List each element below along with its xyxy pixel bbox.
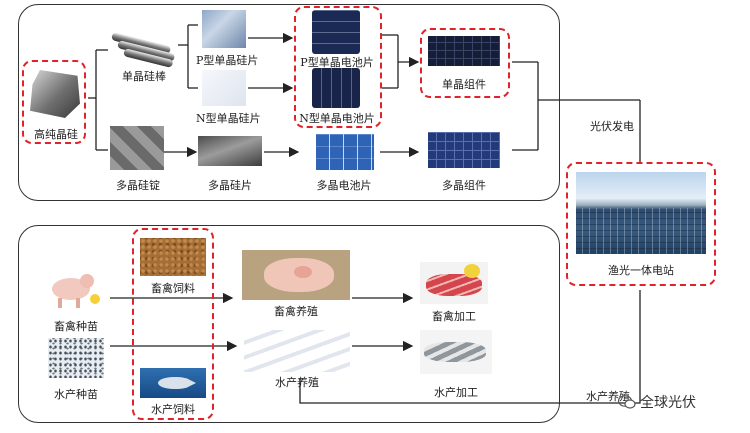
pv-power-label: 光伏发电 — [590, 120, 634, 133]
cells-highlight — [294, 6, 382, 128]
livestock-seedling-label: 畜禽种苗 — [54, 320, 98, 333]
high-purity-silicon-image — [30, 70, 80, 118]
mono-module-highlight — [420, 28, 510, 98]
feed-highlight — [132, 228, 214, 420]
aquatic-feed-image — [140, 368, 206, 398]
livestock-processing-label: 畜禽加工 — [432, 310, 476, 323]
fishery-pv-station-image — [576, 172, 706, 254]
agri-chain-panel — [18, 225, 560, 423]
livestock-farming-image — [242, 250, 350, 300]
high-purity-silicon-highlight — [22, 60, 86, 144]
wechat-icon — [617, 395, 636, 409]
n-type-cell-image — [312, 68, 360, 108]
aquatic-processing-label: 水产加工 — [434, 386, 478, 399]
mono-silicon-rod-image — [111, 30, 176, 68]
poly-cell-label: 多晶电池片 — [316, 179, 372, 192]
aquatic-seedling-image — [48, 338, 104, 378]
poly-silicon-wafer-label: 多晶硅片 — [208, 179, 252, 192]
livestock-seedling-image — [50, 272, 100, 310]
livestock-processing-image — [420, 262, 488, 304]
poly-silicon-ingot-label: 多晶硅锭 — [116, 179, 160, 192]
aquatic-farming-image — [244, 330, 350, 372]
poly-module-label: 多晶组件 — [442, 179, 486, 192]
livestock-feed-label: 畜禽饲料 — [151, 282, 195, 295]
poly-cell-image — [316, 134, 374, 170]
poly-silicon-ingot-image — [110, 126, 164, 170]
watermark: 全球光伏 — [617, 392, 696, 412]
high-purity-silicon-label: 高纯晶硅 — [34, 128, 78, 141]
watermark-text: 全球光伏 — [640, 395, 696, 411]
poly-silicon-wafer-image — [198, 136, 262, 166]
p-type-cell-label: P型单晶电池片 — [300, 56, 374, 69]
p-type-wafer-image — [202, 10, 246, 48]
aquatic-processing-image — [420, 330, 492, 374]
n-type-wafer-image — [202, 70, 246, 106]
aquatic-seedling-label: 水产种苗 — [54, 388, 98, 401]
aquatic-farming-label: 水产养殖 — [275, 376, 319, 389]
livestock-farming-label: 畜禽养殖 — [274, 305, 318, 318]
p-type-cell-image — [312, 10, 360, 54]
silicon-chain-panel — [18, 4, 560, 201]
n-type-cell-label: N型单晶电池片 — [299, 112, 375, 125]
fishery-pv-station-label: 渔光一体电站 — [608, 264, 674, 277]
mono-silicon-rod-label: 单晶硅棒 — [122, 70, 166, 83]
livestock-feed-image — [140, 238, 206, 276]
mono-module-image — [428, 36, 500, 66]
p-type-wafer-label: P型单晶硅片 — [196, 54, 259, 67]
poly-module-image — [428, 132, 500, 168]
fishery-pv-station-highlight — [566, 162, 716, 286]
n-type-wafer-label: N型单晶硅片 — [196, 112, 261, 125]
aquatic-feed-label: 水产饲料 — [151, 403, 195, 416]
mono-module-label: 单晶组件 — [442, 78, 486, 91]
